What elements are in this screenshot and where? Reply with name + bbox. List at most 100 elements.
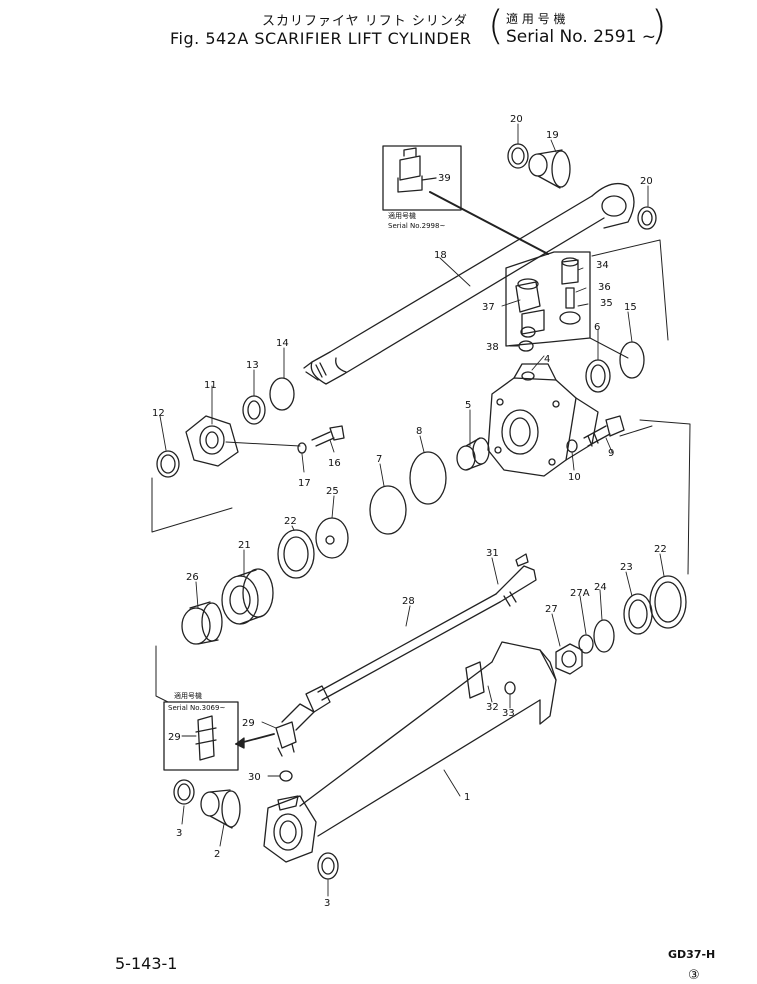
- elbow-fitting-29: [275, 703, 315, 757]
- callout-14: 14: [276, 338, 289, 349]
- inset-top-note-serial: Serial No.2998~: [388, 222, 445, 230]
- callout-20-right: 20: [640, 176, 653, 187]
- callout-27a: 27A: [570, 588, 590, 599]
- seal-retainer-11: [185, 415, 239, 467]
- callout-19: 19: [546, 130, 559, 141]
- bolt-16: [311, 425, 345, 447]
- callout-36: 36: [598, 282, 611, 293]
- seal-24: [593, 619, 615, 653]
- backup-ring-15: [619, 341, 645, 379]
- o-ring-30: [279, 770, 293, 782]
- hydraulic-tube: [305, 553, 537, 713]
- callout-28: 28: [402, 596, 415, 607]
- callout-20-left: 20: [510, 114, 523, 125]
- serial-range: Serial No. 2591 ~: [506, 27, 657, 47]
- callout-34: 34: [596, 260, 609, 271]
- callout-15: 15: [624, 302, 637, 313]
- callout-6: 6: [594, 322, 600, 333]
- callout-33: 33: [502, 708, 515, 719]
- callout-32: 32: [486, 702, 499, 713]
- piston-21: [221, 568, 274, 625]
- callout-30: 30: [248, 772, 261, 783]
- seal-12: [156, 450, 180, 478]
- callout-4: 4: [544, 354, 550, 365]
- inset-notes: 適用号機 Serial No.2998~ 適用号機 Serial No.3069…: [168, 211, 445, 712]
- callout-7: 7: [376, 454, 382, 465]
- inset-box-elbow-variant: [163, 701, 275, 771]
- rod-eye-bushing: [528, 149, 571, 189]
- callout-5: 5: [465, 400, 471, 411]
- callout-29-inset: 29: [168, 732, 181, 743]
- wear-ring-22-left: [277, 529, 315, 579]
- callout-31: 31: [486, 548, 499, 559]
- washer-25: [315, 517, 349, 559]
- callout-12: 12: [152, 408, 165, 419]
- cylinder-tube: [263, 641, 557, 863]
- callout-8: 8: [416, 426, 422, 437]
- cushion-ring-26: [181, 601, 223, 645]
- callout-29: 29: [242, 718, 255, 729]
- leader-lines: [159, 123, 665, 897]
- seal-14: [269, 377, 295, 411]
- cylinder-head-flange: [487, 363, 599, 477]
- callout-17: 17: [298, 478, 311, 489]
- callout-18: 18: [434, 250, 447, 261]
- serial-label-japanese: 適 用 号 機: [506, 12, 566, 26]
- piston-ring-23: [623, 593, 653, 635]
- callout-35: 35: [600, 298, 613, 309]
- callout-9: 9: [608, 448, 614, 459]
- callout-25: 25: [326, 486, 339, 497]
- callout-22-left: 22: [284, 516, 297, 527]
- callout-27: 27: [545, 604, 558, 615]
- callout-labels: 1 2 3 3 4 5 6 7 8 9 10 11 12 13 14 15 16…: [152, 114, 667, 909]
- callout-1: 1: [464, 792, 470, 803]
- inset-box-grease-fitting: [382, 145, 549, 255]
- dust-seal-top-right: [637, 206, 657, 230]
- o-ring-7: [369, 485, 407, 535]
- callout-16: 16: [328, 458, 341, 469]
- bushing-5: [456, 437, 490, 471]
- callout-23: 23: [620, 562, 633, 573]
- inset-top-note-jp: 適用号機: [388, 211, 416, 220]
- callout-2: 2: [214, 849, 220, 860]
- callout-37: 37: [482, 302, 495, 313]
- washer-17: [297, 442, 307, 454]
- callout-3-right: 3: [324, 898, 330, 909]
- o-ring-38: [518, 340, 534, 352]
- callout-10: 10: [568, 472, 581, 483]
- o-ring-8: [409, 451, 447, 505]
- check-valve-assembly: [505, 251, 591, 347]
- sheet-mark: ③: [688, 968, 700, 983]
- callout-3-left: 3: [176, 828, 182, 839]
- seal-13: [242, 395, 266, 425]
- nut-27: [555, 643, 583, 675]
- callout-11: 11: [204, 380, 217, 391]
- callout-39: 39: [438, 173, 451, 184]
- callout-38: 38: [486, 342, 499, 353]
- serial-bracket-left: (: [488, 3, 504, 49]
- callout-26: 26: [186, 572, 199, 583]
- dust-seal-3-right: [317, 852, 339, 880]
- diagram-title-japanese: スカリファイヤ リフト シリンダ: [262, 14, 468, 29]
- bolt-9: [583, 415, 625, 447]
- inset-left-note-serial: Serial No.3069~: [168, 704, 225, 712]
- figure-title: Fig. 542A SCARIFIER LIFT CYLINDER: [170, 29, 472, 48]
- dust-seal-3-left: [173, 779, 195, 805]
- assembly-guide-lines: [151, 239, 691, 703]
- page-number: 5-143-1: [115, 954, 178, 973]
- wiper-ring-6: [585, 359, 611, 393]
- serial-bracket-right: ): [651, 3, 667, 49]
- callout-22-right: 22: [654, 544, 667, 555]
- wear-ring-22-right: [649, 575, 687, 629]
- bushing-2: [200, 789, 241, 829]
- drawing-code: GD37-H: [668, 948, 716, 961]
- washer-27a: [578, 634, 594, 654]
- piston-rod: [303, 182, 635, 385]
- inset-left-note-jp: 適用号機: [174, 691, 202, 700]
- callout-21: 21: [238, 540, 251, 551]
- dust-seal-top-left: [507, 143, 529, 169]
- callout-24: 24: [594, 582, 607, 593]
- callout-13: 13: [246, 360, 259, 371]
